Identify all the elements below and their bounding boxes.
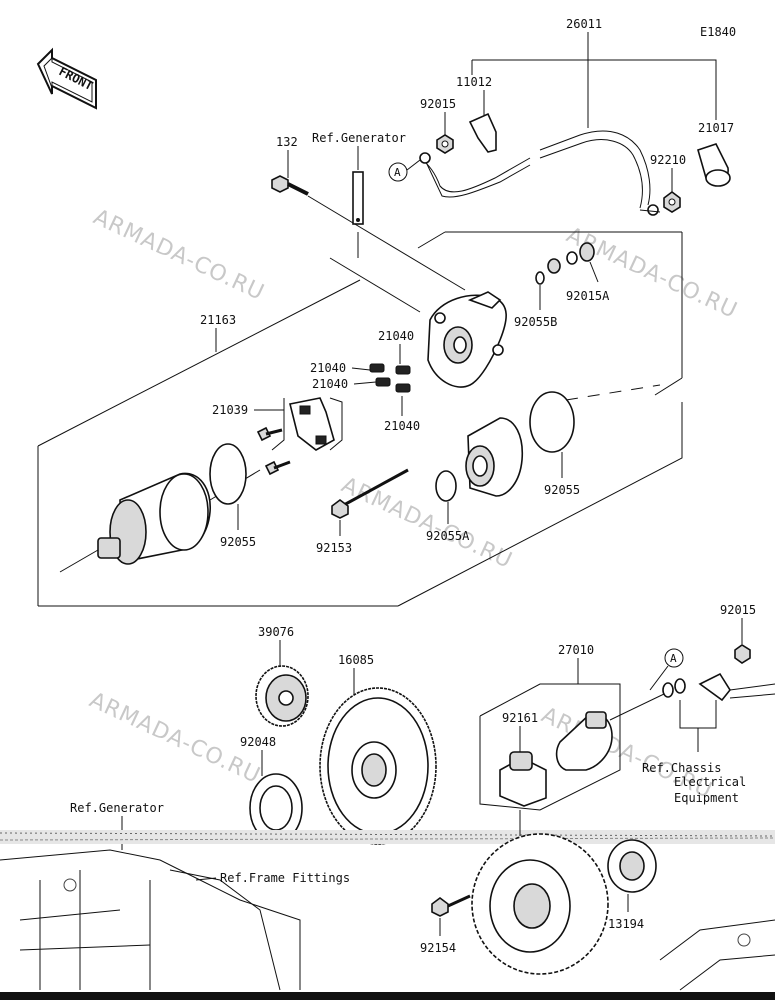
part-label-92015-top: 92015 — [420, 97, 456, 111]
part-92055B: 92055B — [514, 271, 557, 329]
part-label-21040-d: 21040 — [384, 419, 420, 433]
part-21040-group: 21040 21040 21040 21040 — [310, 329, 420, 433]
ref-chassis-line2: Electrical — [674, 775, 746, 789]
part-92048: 92048 — [240, 735, 303, 843]
part-92210: 92210 — [650, 153, 686, 213]
ref-chassis-line3: Equipment — [674, 791, 739, 805]
ref-chassis-electrical: Ref.Chassis Electrical Equipment — [642, 700, 746, 805]
part-92055-left: 92055 — [209, 443, 256, 549]
part-92161: 92161 — [499, 711, 547, 807]
ref-frame-fittings: Ref.Frame Fittings — [195, 871, 350, 885]
part-label-13194: 13194 — [608, 917, 644, 931]
part-label-21040-a: 21040 — [378, 329, 414, 343]
part-label-92210: 92210 — [650, 153, 686, 167]
callout-26011: 26011 — [471, 17, 717, 128]
part-label-132: 132 — [276, 135, 298, 149]
part-11012: 11012 — [456, 75, 497, 153]
part-label-39076: 39076 — [258, 625, 294, 639]
part-label-21163: 21163 — [200, 313, 236, 327]
callout-a-bottom: A — [649, 648, 684, 691]
starter-motor-yoke — [59, 469, 261, 573]
callout-letter: A — [670, 652, 677, 665]
part-label-16085: 16085 — [338, 653, 374, 667]
part-92015-right: 92015 — [662, 603, 775, 702]
ref-frame-fittings-label: Ref.Frame Fittings — [220, 871, 350, 885]
watermark: ARMADA-CO.RU — [85, 688, 264, 789]
callout-a-top: A — [388, 159, 421, 182]
frame-background — [0, 830, 775, 991]
part-label-92015A: 92015A — [566, 289, 610, 303]
part-label-27010: 27010 — [558, 643, 594, 657]
front-cover — [427, 291, 507, 388]
part-92015A: 92015A — [417, 231, 683, 396]
starter-assembly-box: 21163 — [37, 232, 683, 607]
watermark: ARMADA-CO.RU — [89, 205, 268, 306]
starter-cable — [419, 130, 661, 216]
part-92055-right: 92055 — [529, 391, 580, 497]
part-92154: 92154 — [420, 894, 471, 955]
callout-letter: A — [394, 166, 401, 179]
part-label-92015-right: 92015 — [720, 603, 756, 617]
ref-generator-top: Ref.Generator — [312, 131, 421, 313]
part-label-92048: 92048 — [240, 735, 276, 749]
part-label-26011: 26011 — [566, 17, 602, 31]
part-label-92055-left: 92055 — [220, 535, 256, 549]
part-label-92154: 92154 — [420, 941, 456, 955]
front-arrow-icon: FRONT — [36, 47, 97, 110]
part-label-21040-c: 21040 — [312, 377, 348, 391]
part-13194: 13194 — [607, 839, 657, 931]
rear-cover — [465, 417, 524, 497]
part-label-92153: 92153 — [316, 541, 352, 555]
part-label-21039: 21039 — [212, 403, 248, 417]
part-27010: 27010 — [479, 643, 665, 811]
ref-generator-bottom-label: Ref.Generator — [70, 801, 164, 815]
part-92153: 92153 — [316, 468, 409, 555]
part-label-21017: 21017 — [698, 121, 734, 135]
part-label-11012: 11012 — [456, 75, 492, 89]
part-21039: 21039 — [212, 397, 343, 476]
part-label-92161: 92161 — [502, 711, 538, 725]
watermark: ARMADA-CO.RU — [562, 223, 741, 324]
starter-clutch — [471, 810, 609, 975]
part-16085: 16085 — [319, 653, 437, 845]
part-label-21040-b: 21040 — [310, 361, 346, 375]
part-label-92055A: 92055A — [426, 529, 470, 543]
part-39076: 39076 — [255, 625, 309, 727]
part-label-92055-right: 92055 — [544, 483, 580, 497]
ref-generator-top-label: Ref.Generator — [312, 131, 406, 145]
part-label-92055B: 92055B — [514, 315, 557, 329]
diagram-code: E1840 — [700, 25, 736, 39]
part-21017: 21017 — [697, 121, 734, 187]
part-132: 132 — [271, 135, 466, 291]
part-92015-top: 92015 — [420, 97, 456, 154]
part-92055A: 92055A — [426, 470, 470, 543]
ref-chassis-line1: Ref.Chassis — [642, 761, 721, 775]
